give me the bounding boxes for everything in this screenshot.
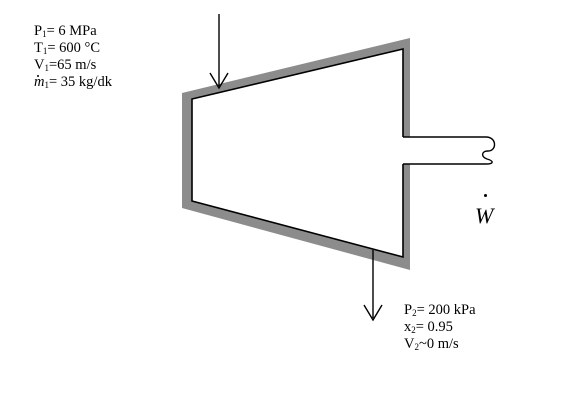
inlet-pressure: P1= 6 MPa	[34, 23, 97, 39]
inlet-arrowhead	[209, 72, 229, 90]
outlet-pressure: P2= 200 kPa	[404, 302, 476, 318]
work-symbol: W	[475, 203, 494, 228]
inlet-conditions: P1= 6 MPa T1= 600 °C V1=65 m/s m1= 35 kg…	[34, 23, 112, 91]
inlet-temperature: T1= 600 °C	[34, 40, 101, 56]
shaft-gap	[402, 137, 486, 164]
outlet-conditions: P2= 200 kPa x2= 0.95 V2~0 m/s	[404, 302, 476, 353]
inlet-velocity: V1=65 m/s	[34, 57, 97, 73]
turbine-body	[191, 47, 404, 259]
work-rate-dot	[484, 194, 487, 197]
outlet-arrowhead	[363, 304, 383, 322]
shaft-end	[481, 136, 496, 165]
outlet-quality: x2= 0.95	[404, 319, 453, 335]
outlet-velocity: V2~0 m/s	[404, 336, 459, 352]
inlet-mass-flow: m1= 35 kg/dk	[34, 74, 112, 90]
